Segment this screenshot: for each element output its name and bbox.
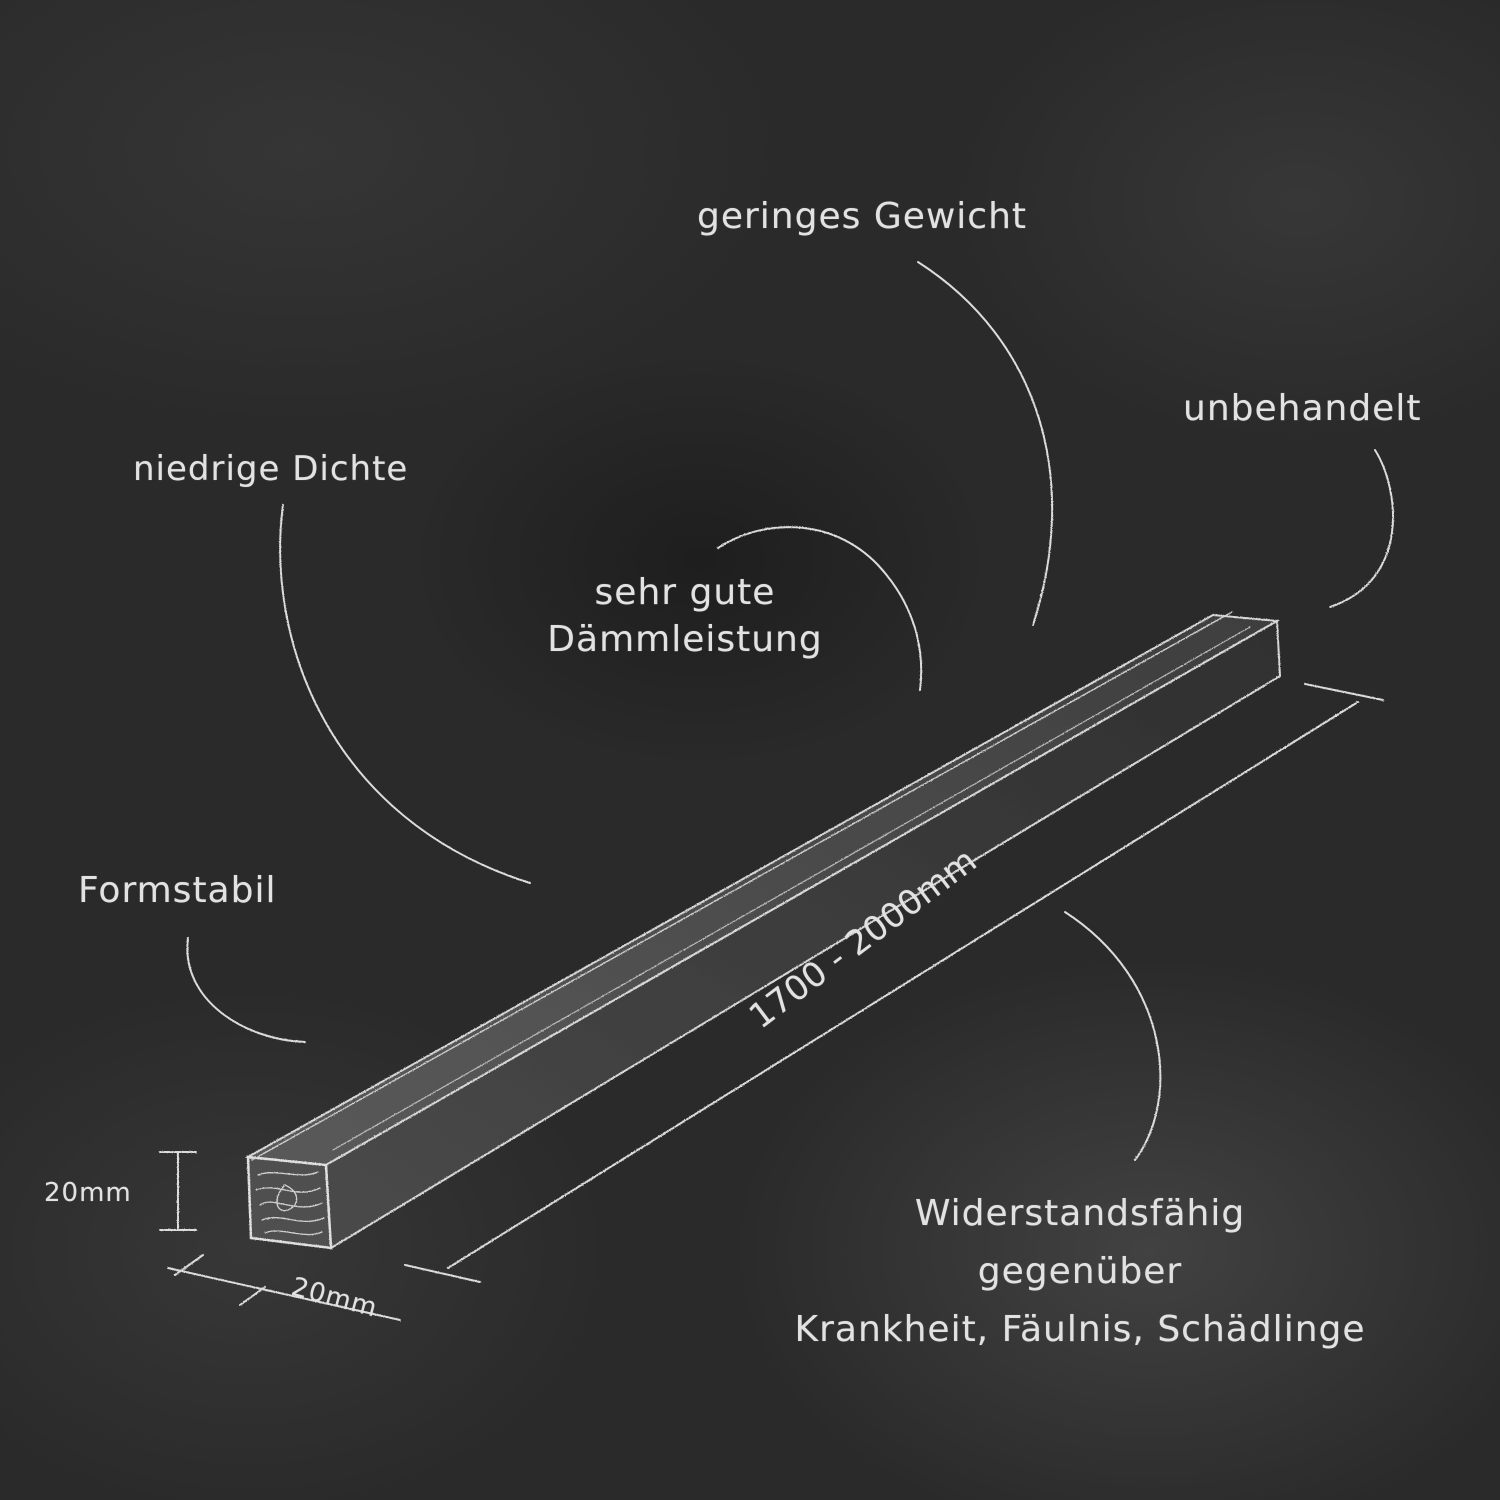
length-dimension-line [447,701,1359,1269]
label-formstabil: Formstabil [78,870,277,911]
length-dimension-tick-start [404,1264,481,1283]
wood-grain-pattern [255,1171,325,1236]
callout-curve-daemmleistung [717,526,923,691]
label-sehr-gute-daemmleistung: sehr gute Dämmleistung [530,572,840,660]
label-sehr-gute-line1: sehr gute [594,572,776,613]
label-geringes-gewicht: geringes Gewicht [697,196,1028,237]
width-dimension-tick-left [174,1254,204,1276]
beam-end-face [246,1155,333,1250]
label-sehr-gute-line2: Dämmleistung [547,619,823,660]
width-dimension-line [167,1267,401,1321]
beam-mid-edge-line [332,626,1251,1151]
callout-curve-widerstandsfaehig [1064,911,1162,1161]
label-widerstandsfaehig: Widerstandsfähig gegenüber Krankheit, Fä… [740,1185,1420,1359]
callout-curve-unbehandelt [1329,449,1394,608]
callout-curve-formstabil [186,937,306,1043]
beam-top-edge-line [251,611,1233,1161]
label-widerstandsfaehig-line2: gegenüber [977,1251,1183,1292]
callout-curve-geringes-gewicht [917,261,1054,626]
beam-top-face [244,613,1281,1167]
callout-curve-niedrige-dichte [279,504,531,884]
beam-side-face [324,619,1282,1250]
height-dimension-label: 20mm [44,1178,132,1208]
length-dimension-tick-end [1304,683,1384,701]
label-niedrige-dichte: niedrige Dichte [133,449,409,489]
label-unbehandelt: unbehandelt [1183,388,1422,429]
width-dimension-tick-right [239,1286,266,1306]
label-widerstandsfaehig-line3: Krankheit, Fäulnis, Schädlinge [794,1309,1366,1350]
label-widerstandsfaehig-line1: Widerstandsfähig [914,1193,1246,1234]
